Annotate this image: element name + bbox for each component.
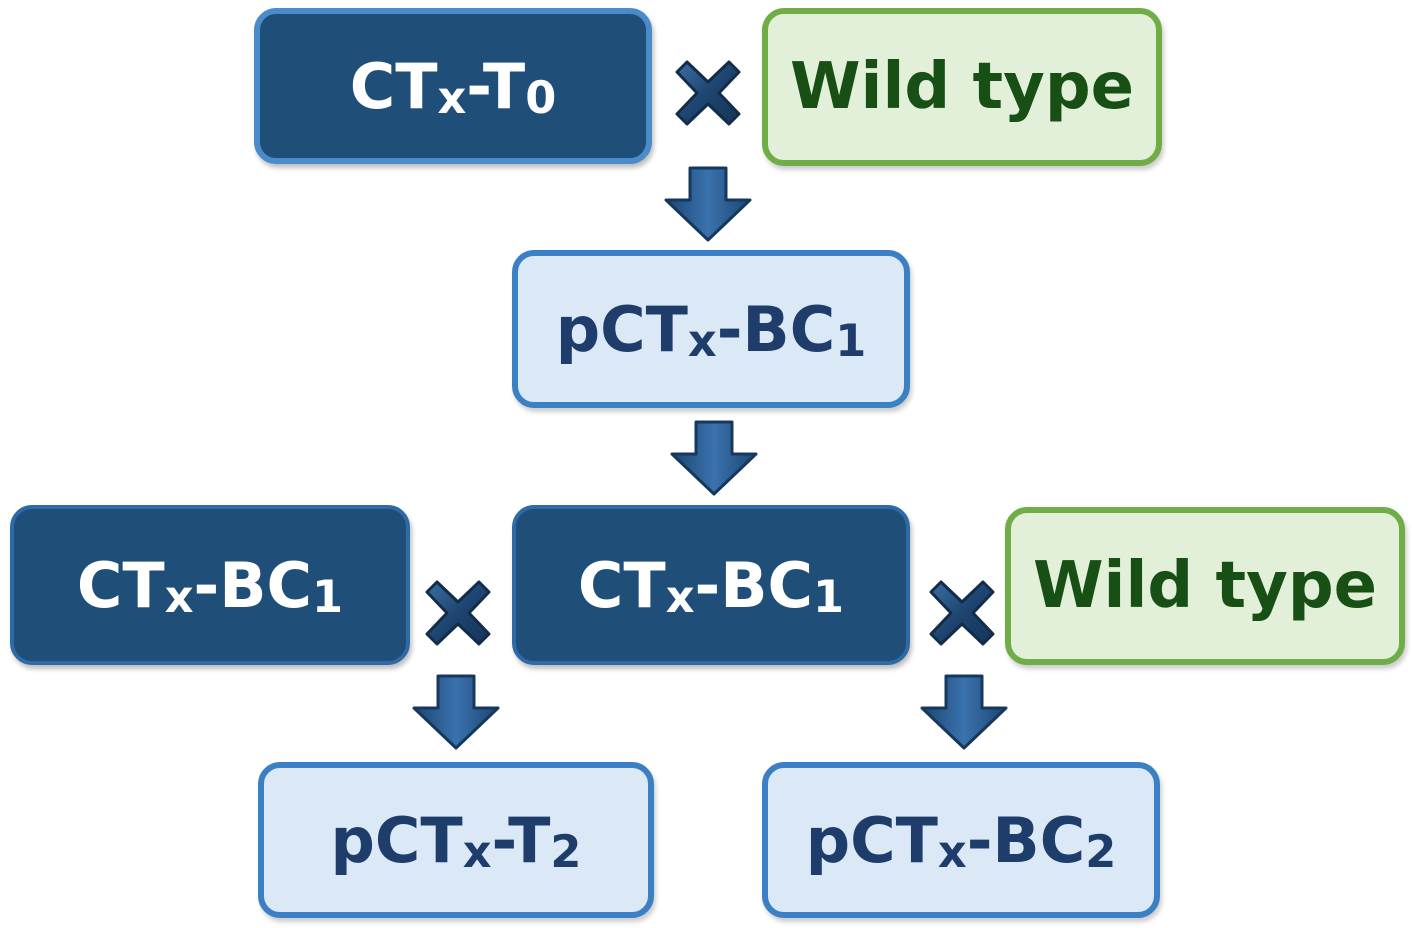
down-arrow-icon [668,420,760,496]
label-subscript: x [437,71,467,124]
label-part: -BC [716,292,836,366]
label-part: CT [349,49,438,123]
label-subscript: 2 [550,825,582,878]
down-arrow-icon [410,674,502,750]
label-subscript: x [462,825,492,878]
node-wild-type-right: Wild type [1005,507,1405,665]
label-part: CT [577,548,666,622]
cross-icon [927,578,997,648]
node-label: Wild type [1032,549,1378,623]
cross-icon [673,58,743,128]
label-part: -BC [193,548,313,622]
down-arrow-icon [918,674,1010,750]
label-subscript: x [687,314,717,367]
label-subscript: x [665,570,695,623]
node-wild-type-top: Wild type [762,8,1162,166]
label-part: -BC [694,548,814,622]
label-part: pCT [330,803,463,877]
cross-icon [423,578,493,648]
label-part: -T [466,49,526,123]
label-part: CT [76,548,165,622]
label-subscript: 1 [312,570,344,623]
label-subscript: 1 [813,570,845,623]
label-subscript: x [937,825,967,878]
label-part: -BC [966,803,1086,877]
label-subscript: x [164,570,194,623]
label-subscript: 2 [1085,825,1117,878]
label-subscript: 1 [835,314,867,367]
label-part: pCT [805,803,938,877]
label-part: pCT [555,292,688,366]
down-arrow-icon [662,166,754,242]
node-label: Wild type [789,50,1135,124]
label-part: -T [491,803,551,877]
label-subscript: 0 [525,71,557,124]
